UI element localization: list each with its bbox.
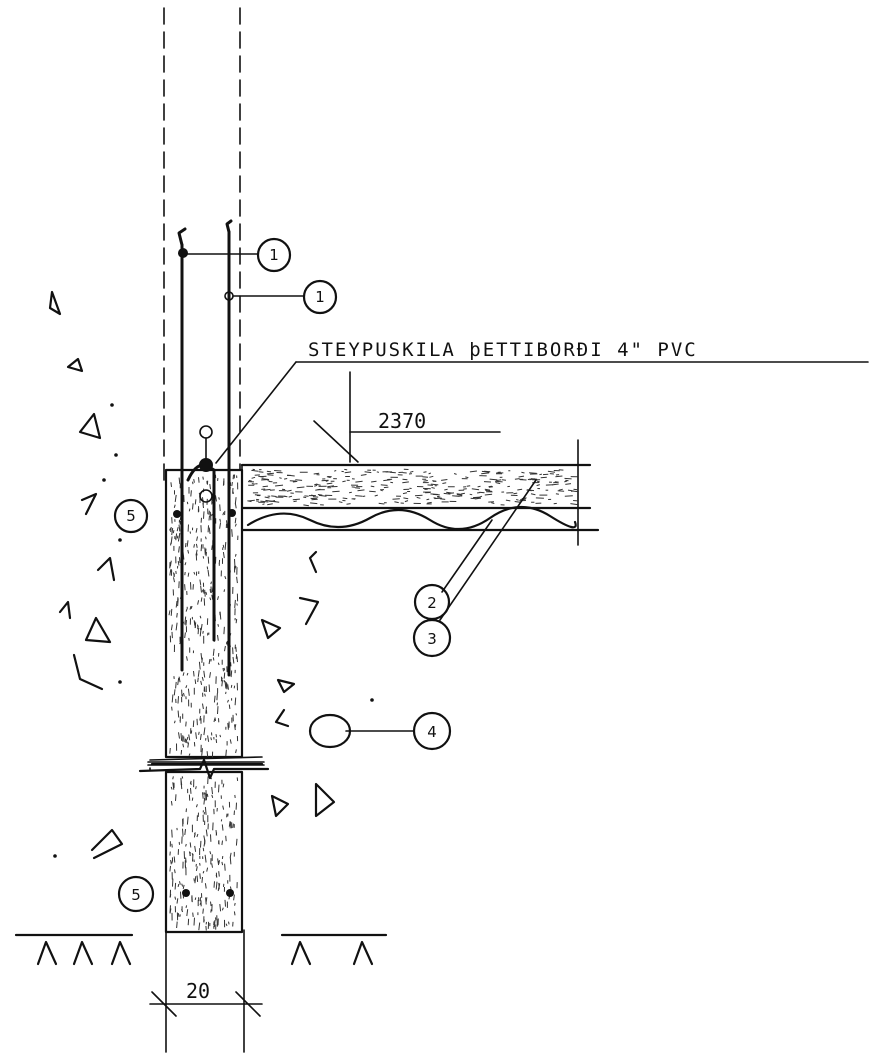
callout-5b: 5 — [131, 886, 141, 904]
reinforcement-bars — [173, 219, 236, 897]
wall-thickness-dimension: 20 — [147, 761, 265, 1017]
callout-1b: 1 — [315, 288, 325, 306]
callout-3: 3 — [427, 630, 437, 648]
slab-dimension: 2370 — [313, 371, 501, 463]
callout-2: 2 — [427, 594, 437, 612]
callout-1a: 1 — [269, 246, 279, 264]
gravel-fill-marks — [48, 290, 374, 860]
slab-dimension-label: 2370 — [378, 409, 426, 433]
guide-lines — [163, 7, 245, 1053]
pvc-note-label: STEYPUSKILA þETTIBORÐI 4" PVC — [308, 339, 698, 361]
floor-slab — [240, 439, 600, 546]
concrete-wall — [138, 468, 270, 934]
callout-5a: 5 — [126, 507, 136, 525]
callout-4: 4 — [427, 723, 437, 741]
wall-thickness-label: 20 — [186, 979, 210, 1003]
pvc-note: STEYPUSKILA þETTIBORÐI 4" PVC — [215, 339, 869, 464]
callouts: 1 1 2 3 4 5 5 — [113, 237, 537, 913]
ground-line — [14, 933, 388, 966]
